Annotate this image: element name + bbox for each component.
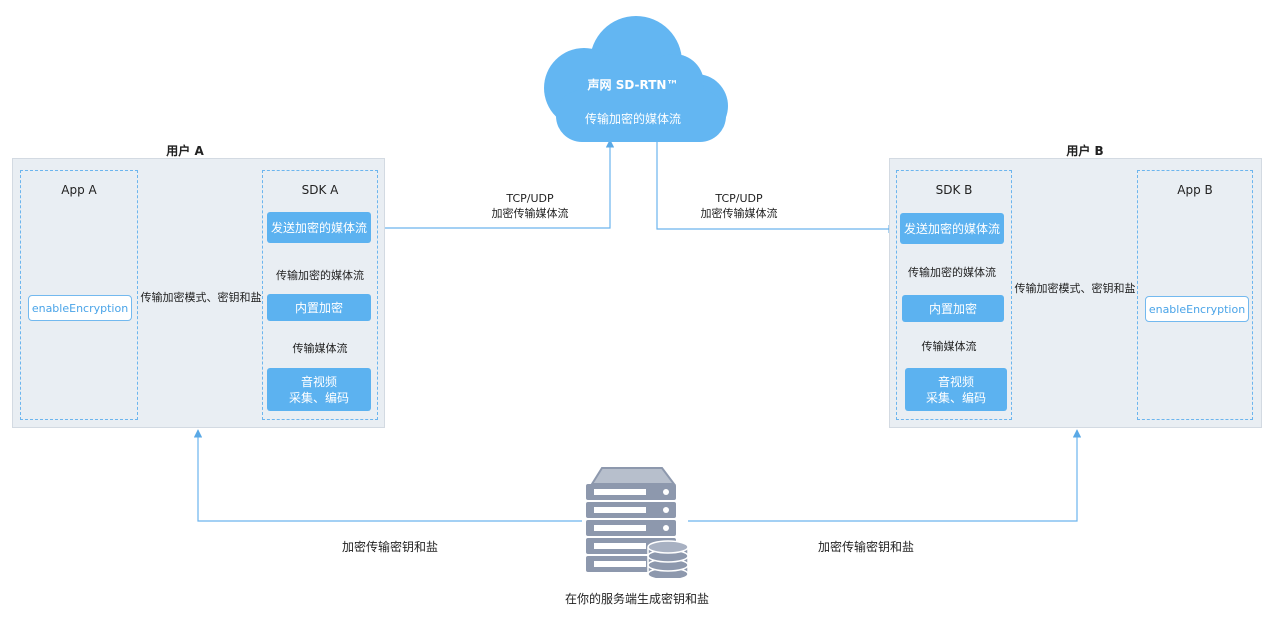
cloud-title: 声网 SD-RTN™ <box>587 78 679 92</box>
user-b-builtin-encrypt-box: 内置加密 <box>902 295 1004 322</box>
user-a-mode-key-label: 传输加密模式、密钥和盐 <box>140 291 262 304</box>
key-right-label: 加密传输密钥和盐 <box>817 540 914 554</box>
enable-encryption-b-button[interactable]: enableEncryption <box>1145 296 1249 322</box>
sdk-b-container <box>896 170 1012 420</box>
user-a-capture-line2: 采集、编码 <box>288 390 349 405</box>
right-tcp-line1: TCP/UDP <box>715 192 763 205</box>
user-b-mode-key-label: 传输加密模式、密钥和盐 <box>1014 282 1136 295</box>
cloud-sd-rtn: 声网 SD-RTN™ 传输加密的媒体流 <box>536 10 730 148</box>
cloud-subtitle: 传输加密的媒体流 <box>584 112 681 126</box>
right-tcp-label: TCP/UDP 加密传输媒体流 <box>679 192 799 221</box>
user-a-send-encrypted-box: 发送加密的媒体流 <box>267 212 371 243</box>
line-cloud-to-b <box>656 140 897 234</box>
user-b-encrypted-stream-label: 传输加密的媒体流 <box>908 266 996 279</box>
user-a-capture-encode-box: 音视频 采集、编码 <box>267 368 371 411</box>
line-server-to-a <box>193 429 582 522</box>
sdk-b-label: SDK B <box>935 183 973 197</box>
user-a-media-stream-label: 传输媒体流 <box>292 342 348 355</box>
app-a-label: App A <box>61 183 97 197</box>
key-left-label: 加密传输密钥和盐 <box>341 540 438 554</box>
right-tcp-line2: 加密传输媒体流 <box>700 207 778 220</box>
user-b-capture-line2: 采集、编码 <box>925 390 986 405</box>
sdk-a-label: SDK A <box>301 183 339 197</box>
user-a-encrypted-stream-label: 传输加密的媒体流 <box>276 269 364 282</box>
left-tcp-line2: 加密传输媒体流 <box>491 207 569 220</box>
user-b-title: 用户 B <box>1066 144 1104 158</box>
app-a-container <box>20 170 138 420</box>
user-b-capture-encode-box: 音视频 采集、编码 <box>905 368 1007 411</box>
server-caption: 在你的服务端生成密钥和盐 <box>564 592 709 606</box>
server-database-icon <box>582 466 690 581</box>
user-b-capture-line1: 音视频 <box>937 374 974 389</box>
left-tcp-label: TCP/UDP 加密传输媒体流 <box>470 192 590 221</box>
enable-encryption-a-button[interactable]: enableEncryption <box>28 295 132 321</box>
left-tcp-line1: TCP/UDP <box>506 192 554 205</box>
user-a-builtin-encrypt-box: 内置加密 <box>267 294 371 321</box>
user-a-title: 用户 A <box>166 144 204 158</box>
user-b-media-stream-label: 传输媒体流 <box>921 340 977 353</box>
line-a-to-cloud <box>372 139 615 229</box>
user-a-capture-line1: 音视频 <box>300 374 337 389</box>
cloud-icon <box>544 16 728 142</box>
user-b-send-encrypted-box: 发送加密的媒体流 <box>900 213 1004 244</box>
line-server-to-b <box>688 429 1082 522</box>
app-b-label: App B <box>1177 183 1213 197</box>
app-b-container <box>1137 170 1253 420</box>
sdk-a-container <box>262 170 378 420</box>
